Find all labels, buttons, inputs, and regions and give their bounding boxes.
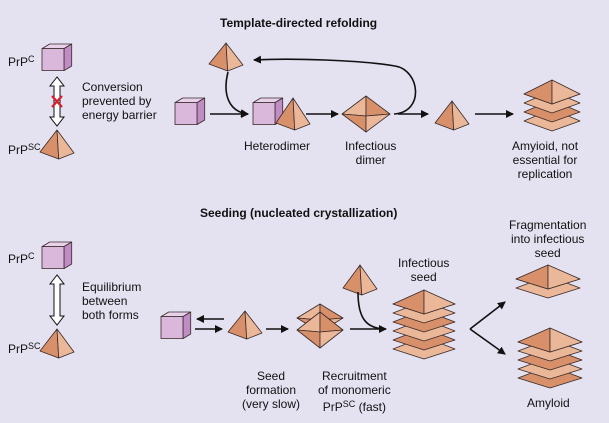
prpc-text: PrP <box>8 252 29 266</box>
prpsc-pyramid-recycled <box>208 42 244 72</box>
heterodimer-label: Heterodimer <box>244 139 311 153</box>
label-line: Amyioid, not <box>512 139 579 153</box>
label-line: into infectious <box>510 232 585 246</box>
infectious-seed-stack <box>392 289 456 360</box>
blocked-x-icon <box>51 95 63 108</box>
amyloid-stack-bottom <box>517 327 583 389</box>
arrow-pyramid-down-to-heterodimer <box>225 71 249 118</box>
prpsc-text: PrP <box>322 400 343 414</box>
infectious-seed-label: Infectious seed <box>398 256 449 284</box>
arrow-dimer-recycle <box>253 55 417 115</box>
label-line: Infectious <box>398 256 450 270</box>
conversion-note-line: prevented by <box>82 94 152 108</box>
equilibrium-note: Equilibrium between both forms <box>82 280 141 322</box>
conversion-note-line: energy barrier <box>82 108 157 122</box>
infectious-dimer-label: Infectious dimer <box>345 139 396 167</box>
recruited-pyramid <box>342 264 378 296</box>
arrow-monomer-recruitment <box>357 291 385 330</box>
label-line: seed <box>410 270 437 284</box>
prpsc-sup: SC <box>342 399 356 409</box>
label-line: Recruitment <box>322 369 387 383</box>
blocked-conversion-arrow <box>48 76 66 127</box>
equilibrium-note-line: between <box>82 294 128 308</box>
label-line: PrPSC (fast) <box>318 397 391 414</box>
equilibrium-note-line: both forms <box>82 308 139 322</box>
label-line: seed <box>534 246 561 260</box>
bottom-panel-title: Seeding (nucleated crystallization) <box>200 206 398 220</box>
equilibrium-note-line: Equilibrium <box>82 280 142 294</box>
fragment-seed-stack <box>515 264 581 299</box>
prpsc-label-bottom: PrPSC <box>8 341 41 356</box>
amyloid-label: Amyloid <box>527 396 570 410</box>
label-line: essential for <box>512 153 578 167</box>
label-line: of monomeric <box>318 383 391 397</box>
label-line: Fragmentation <box>509 218 587 232</box>
recruitment-label: Recruitment of monomeric PrPSC (fast) <box>318 369 391 414</box>
prpc-sup: C <box>28 54 35 64</box>
arrow-to-amyloid <box>469 328 506 355</box>
top-panel-title: Template-directed refolding <box>220 16 378 30</box>
label-line: (very slow) <box>242 397 301 411</box>
amyloid-stack-top <box>523 79 581 132</box>
heterodimer-pyramid <box>275 97 311 131</box>
label-line: replication <box>517 167 573 181</box>
fragmentation-label: Fragmentation into infectious seed <box>509 218 586 260</box>
prpc-cube-top <box>41 43 73 72</box>
prpsc-label-top: PrPSC <box>8 142 41 157</box>
arrow-to-fragmentation <box>469 301 506 330</box>
conversion-note: Conversion prevented by energy barrier <box>82 80 157 122</box>
prpc-label-top: PrPC <box>8 54 35 69</box>
prpsc-pyramid-bottom <box>39 328 75 359</box>
seed-formation-label: Seed formation (very slow) <box>242 369 300 411</box>
label-line: dimer <box>355 153 386 167</box>
seed-nucleus <box>296 311 344 349</box>
prpsc-sup: SC <box>28 142 41 152</box>
prpsc-pyramid-top <box>39 129 75 160</box>
amyloid-not-essential-label: Amyioid, not essential for replication <box>512 139 578 181</box>
prpc-text: PrP <box>8 55 29 69</box>
infectious-dimer-shape <box>341 95 391 133</box>
prpsc-text: PrP <box>8 342 29 356</box>
label-line: Seed <box>256 369 286 383</box>
conversion-note-line: Conversion <box>82 80 143 94</box>
label-line: formation <box>245 383 297 397</box>
prpc-label-bottom: PrPC <box>8 251 35 266</box>
equilibrium-double-arrow <box>48 274 66 326</box>
prpc-cube-incoming <box>174 97 206 126</box>
prpsc-pyramid-seeding <box>227 310 263 340</box>
released-pyramid <box>434 100 470 131</box>
prpc-sup: C <box>28 251 35 261</box>
recruitment-suffix: (fast) <box>355 400 386 414</box>
prpsc-text: PrP <box>8 143 29 157</box>
prpsc-sup: SC <box>28 341 41 351</box>
label-line: Infectious <box>345 139 397 153</box>
prpc-cube-bottom <box>41 241 73 270</box>
prpc-cube-seeding <box>160 311 192 340</box>
